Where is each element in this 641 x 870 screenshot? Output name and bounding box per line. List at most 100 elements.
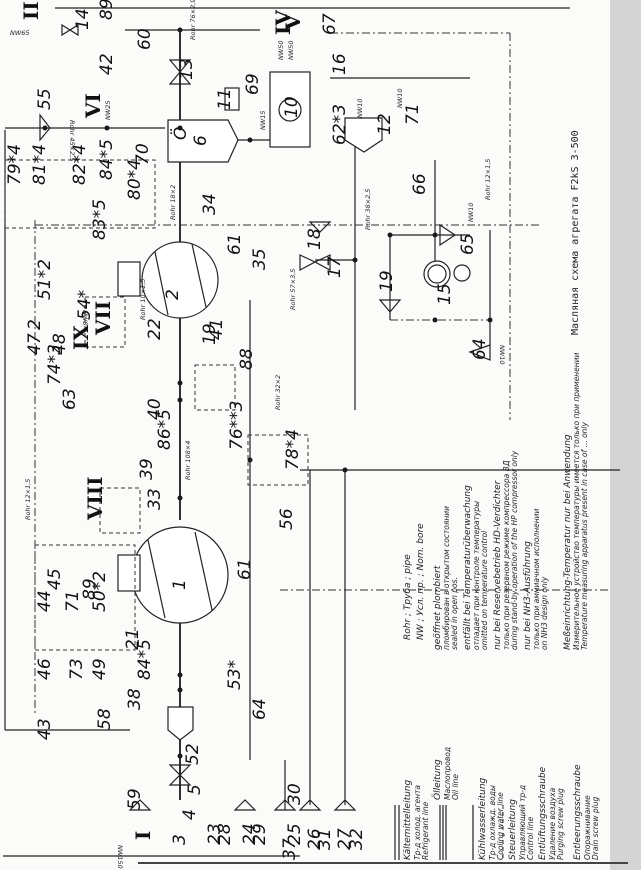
legend-refrigerant-de: Kältemittelleitung [403, 779, 413, 860]
label-rohr-18: Rohr 18×2 [169, 185, 177, 220]
legend-water-ru: Тр-д охлажд. воды [488, 785, 497, 860]
oil-cooler-symbol [278, 98, 302, 122]
tag-31: 33 [145, 488, 165, 510]
tag-11: 11 [215, 88, 235, 110]
note-rohr: Rohr ; Труба ; pipe [403, 554, 413, 640]
label-nw25: NW25 [104, 100, 112, 120]
tag-52: 54* [75, 290, 95, 320]
tag-53: 55 [35, 88, 55, 110]
compressor-2-line-a [154, 251, 169, 316]
tag-3: 3 [170, 834, 190, 845]
legend: Kältemittelleitung Тр-д холод. агента Re… [394, 353, 600, 860]
tag-82: 84*5 [97, 139, 117, 180]
tag-1: 1 [170, 579, 190, 590]
tag-2-plug: 2 [25, 319, 45, 330]
label-nw15: NW15 [259, 110, 267, 130]
tag-67: 69 [243, 73, 263, 95]
legend-drain-en: Drain screw plug [591, 796, 600, 860]
marker-IV: IV [271, 10, 295, 35]
tag-84: 86*5 [155, 409, 175, 450]
tag-37: 39 [137, 458, 157, 480]
tag-78: 80*4 [125, 159, 145, 200]
note-4-de: nur bei NH3-Ausführung [523, 541, 533, 650]
tag-36: 38 [125, 688, 145, 710]
tag-83: 84*5 [135, 639, 155, 680]
marker-V: V [281, 14, 305, 31]
tag-18: 19 [377, 270, 397, 292]
compressor-1-pump [117, 554, 141, 592]
legend-oil-de: Ölleitung [432, 759, 443, 800]
label-nw65: NW65 [10, 29, 30, 37]
label-rohr-57: Rohr 57×3,5 [289, 269, 297, 310]
label-nw50-b: NW50 [287, 40, 295, 60]
tag-10: 10 [282, 96, 302, 118]
legend-purge-ru: Удаление воздуха [548, 787, 557, 860]
tag-2: 2 [163, 289, 183, 300]
marker-VII: VII [91, 301, 115, 336]
tag-87: 89 [80, 578, 100, 600]
tag-29: 31 [315, 828, 335, 850]
tag-49: 51*2 [35, 259, 55, 300]
tag-66: 67 [320, 13, 340, 35]
valves [39, 23, 491, 811]
tag-57: 59 [125, 788, 145, 810]
tag-23: 25 [285, 823, 305, 845]
tag-62: 64 [250, 698, 270, 720]
tag-24: 26 [305, 828, 325, 850]
tag-12: 12 [375, 113, 395, 135]
tag-73: 71 [403, 103, 423, 125]
tag-46: 48 [50, 333, 70, 355]
tag-80: 82*4 [70, 144, 90, 185]
tag-77: 79*4 [5, 144, 25, 185]
tag-86: 88 [237, 348, 257, 370]
tag-28: 30 [285, 783, 305, 805]
tag-42: 44 [35, 590, 55, 612]
compressor-1-line-a [147, 539, 166, 619]
tag-6: 6 [191, 135, 211, 146]
tag-33: 35 [250, 248, 270, 270]
marker-I: I [131, 831, 155, 840]
tag-54: 56 [277, 508, 297, 530]
tag-56: 62*3 [330, 104, 350, 145]
legend-refrigerant-ru: Тр-д холод. агента [413, 785, 422, 860]
tag-50: 52 [183, 743, 203, 765]
tag-labels: 14 89 42 60 13 11 69 10 55 70 6 Ö 67 16 … [5, 0, 490, 860]
tag-21: 23 [205, 823, 225, 845]
tag-35: 37 [280, 838, 300, 860]
roman-markers: II IV V VI VII VIII IX I [19, 1, 305, 840]
tag-85: 89 [97, 0, 117, 20]
oil-separator [167, 119, 239, 163]
marker-VIII: VIII [83, 476, 107, 521]
label-nw10-c: NW10 [467, 202, 475, 222]
legend-control-ru: Управляющий тр-д [518, 785, 527, 860]
compressor-1-line-b [194, 531, 213, 611]
label-rohr-76: Rohr 76×2,9 [189, 0, 197, 40]
control-box-VIII [99, 487, 141, 534]
label-rohr-12-right: Rohr 12×1,5 [484, 159, 492, 200]
label-nw8: NW8 [81, 310, 89, 325]
tag-44: 46 [35, 658, 55, 680]
compressor-2-line-b [191, 243, 207, 308]
tag-16: 18 [305, 228, 325, 250]
tag-71: 74*3 [45, 344, 65, 385]
marker-IX: IX [69, 325, 93, 350]
compressor-1 [131, 526, 229, 624]
note-1-en: sealed in open pos. [450, 577, 459, 650]
tag-17: 19 [200, 323, 220, 345]
control-box-III [194, 364, 236, 411]
tag-70: 73 [67, 658, 87, 680]
note-1-ru: пломбирован в открытом состоянии [442, 506, 451, 650]
legend-purge-en: Purging screw plug [556, 788, 565, 860]
tag-64: 65 [458, 233, 478, 255]
note-3-ru: только при резервном режиме компрессора … [502, 460, 511, 650]
tag-81: 83*5 [90, 199, 110, 240]
tag-55: 58 [95, 708, 115, 730]
tag-47: 49 [90, 658, 110, 680]
tag-65: 64 [470, 338, 490, 360]
tag-41: 43 [35, 718, 55, 740]
tag-60: 61 [225, 233, 245, 255]
tag-19: 21 [123, 628, 143, 650]
pump-motor [453, 264, 471, 282]
tag-26: 28 [215, 823, 235, 845]
